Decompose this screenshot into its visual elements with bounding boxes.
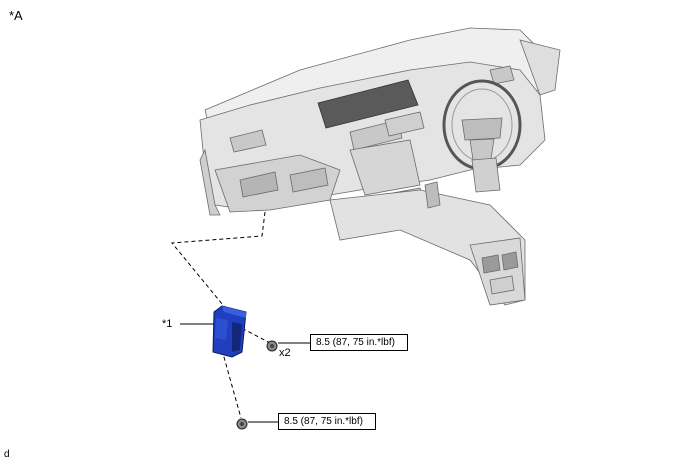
bolt-quantity: x2 — [279, 347, 291, 359]
bolt-icon — [236, 418, 248, 430]
torque-spec-upper: 8.5 (87, 75 in.*lbf) — [310, 334, 408, 351]
part-callout: *1 — [162, 318, 173, 330]
view-label: *A — [9, 8, 23, 23]
torque-spec-lower: 8.5 (87, 75 in.*lbf) — [278, 413, 376, 430]
bracket-module — [212, 305, 247, 358]
figure-code: d — [4, 449, 10, 460]
dashboard-illustration — [199, 27, 561, 306]
bolt-icon — [266, 340, 278, 352]
leader-lines — [171, 211, 271, 419]
